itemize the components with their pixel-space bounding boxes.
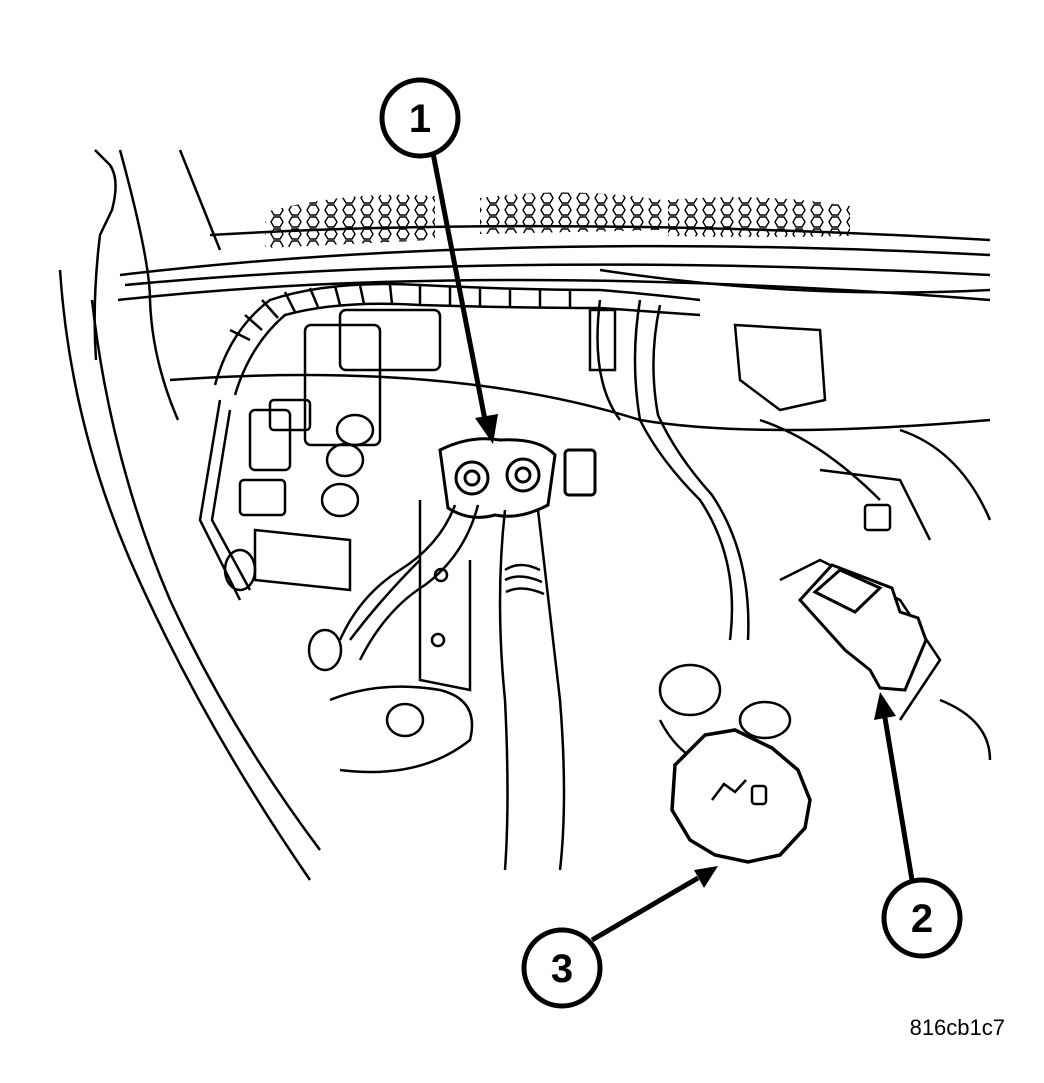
- fender-edge: [58, 269, 322, 881]
- callout-label-3: 3: [551, 947, 573, 991]
- callout-circle-3: [521, 927, 603, 1009]
- sensor-connector: [797, 563, 928, 692]
- callout-circle-2: [881, 877, 963, 959]
- callout-1: 1: [379, 77, 461, 159]
- callout-arrows: [429, 147, 915, 943]
- callout-circle-1: [379, 77, 461, 159]
- reference-code: 816cb1c7: [910, 1015, 1005, 1040]
- right-components: [588, 308, 992, 782]
- reservoir-cap: [670, 728, 812, 864]
- ac-manifold-block: [438, 437, 597, 519]
- callout-2: 2: [881, 877, 963, 959]
- callout-3: 3: [521, 927, 603, 1009]
- cowl-vent-grille: [265, 192, 850, 248]
- cowl-panel-lines: [93, 149, 991, 432]
- left-components: [198, 308, 474, 774]
- callout-label-2: 2: [911, 897, 933, 941]
- callout-label-1: 1: [409, 97, 431, 141]
- ac-lines: [338, 500, 566, 871]
